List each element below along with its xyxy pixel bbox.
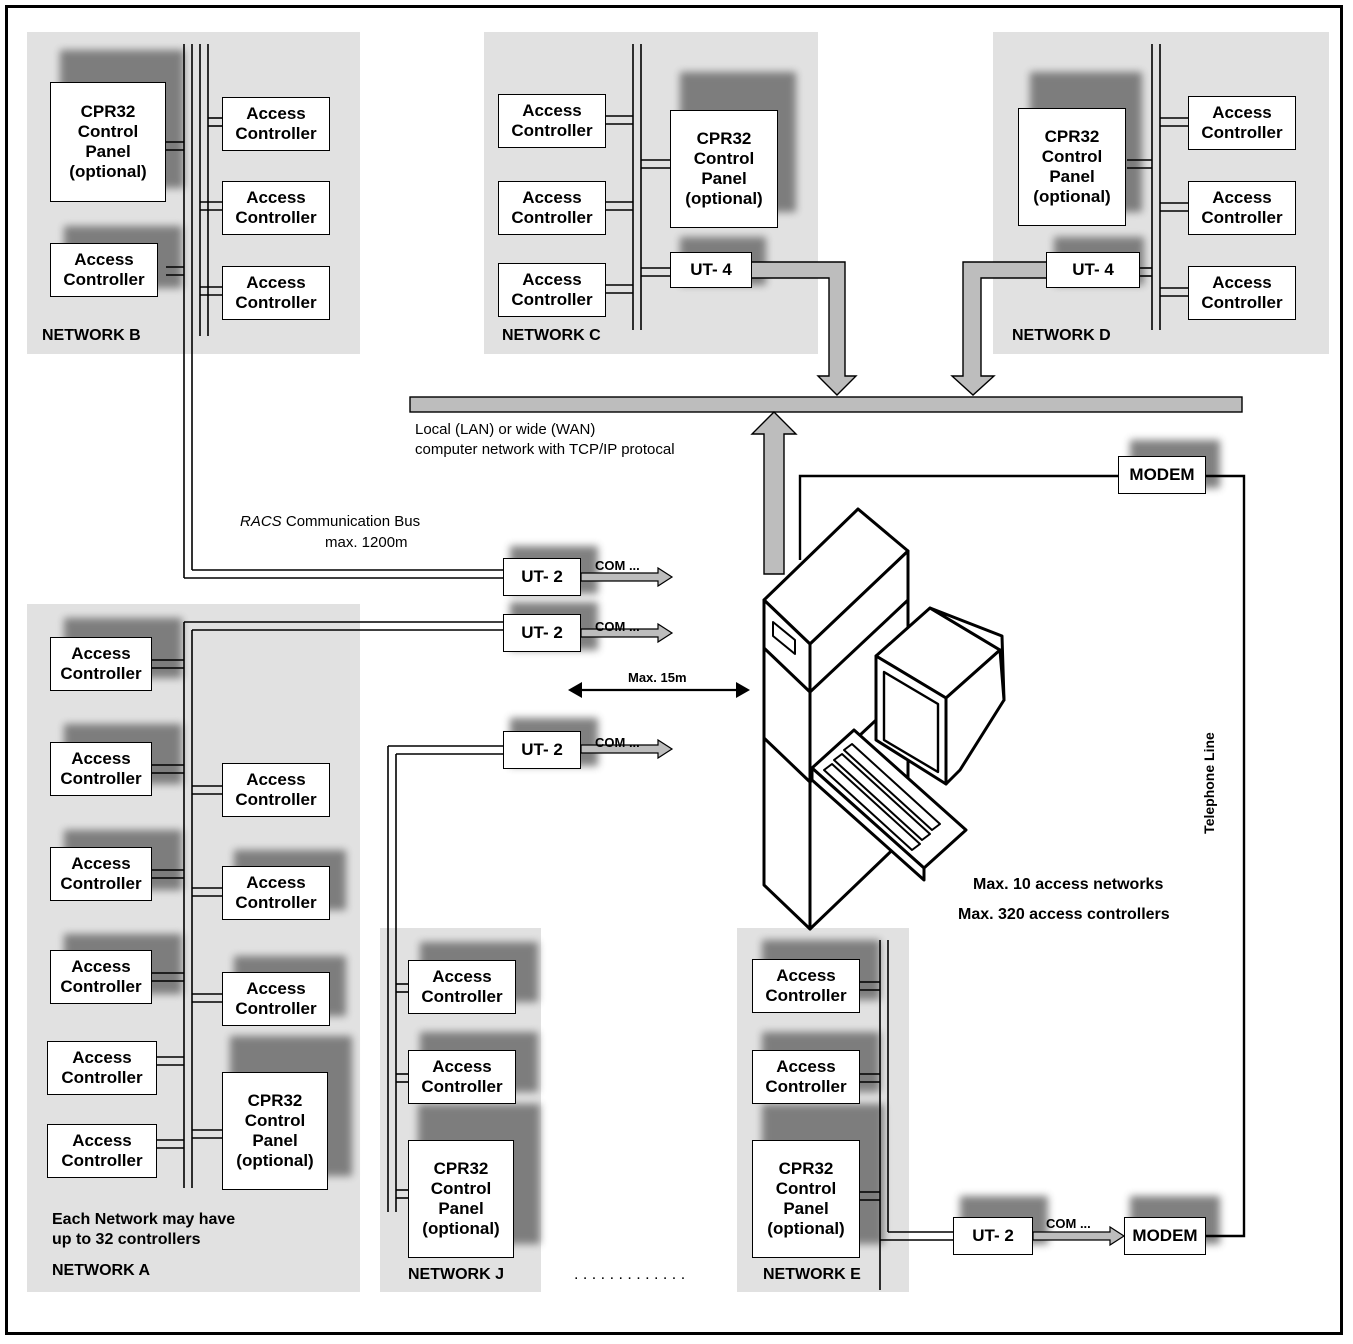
cpr32-panel-c: CPR32 Control Panel (optional) [670,110,778,228]
access-controller-d1: Access Controller [1188,96,1296,150]
com-label-1: COM ... [595,558,640,573]
access-controller-c3: Access Controller [498,263,606,317]
each-network-note: Each Network may have up to 32 controlle… [52,1211,236,1248]
cpr32-panel-a: CPR32 Control Panel (optional) [222,1072,328,1190]
ut2-b: UT- 2 [503,558,581,596]
cpr32-panel-d: CPR32 Control Panel (optional) [1018,108,1126,226]
access-controller-j1: Access Controller [408,960,516,1014]
access-controller-a9: Access Controller [222,972,330,1026]
network-b-label: NETWORK B [42,327,141,344]
access-controller-e2: Access Controller [752,1050,860,1104]
access-controller-d3: Access Controller [1188,266,1296,320]
access-controller-b1: Access Controller [222,97,330,151]
ut4-d: UT- 4 [1046,252,1140,288]
max-15m-label: Max. 15m [628,670,687,685]
access-controller-c2: Access Controller [498,181,606,235]
access-controller-a8: Access Controller [222,866,330,920]
access-controller-a4: Access Controller [50,950,152,1004]
ut4-c: UT- 4 [670,252,752,288]
network-a-label: NETWORK A [52,1262,151,1279]
racs-bus-label: RACS Communication Bus [240,513,421,530]
racs-max-label: max. 1200m [325,534,408,551]
modem-bottom: MODEM [1124,1217,1206,1255]
access-controller-e1: Access Controller [752,959,860,1013]
max-networks-label: Max. 10 access networks [973,876,1164,893]
access-controller-a2: Access Controller [50,742,152,796]
network-c-label: NETWORK C [502,327,601,344]
cpr32-panel-b: CPR32 Control Panel (optional) [50,82,166,202]
com-label-2: COM ... [595,619,640,634]
network-e-label: NETWORK E [763,1266,861,1283]
access-controller-b4: Access Controller [50,243,158,297]
lan-text-line2: computer network with TCP/IP protocal [415,441,675,458]
com-label-4: COM ... [1046,1216,1091,1231]
access-controller-a5: Access Controller [47,1041,157,1095]
diagram-frame [5,5,1343,1335]
lan-text-line1: Local (LAN) or wide (WAN) [415,421,596,438]
ellipsis-dots: . . . . . . . . . . . . . [574,1266,686,1283]
computer-icon [762,507,1006,931]
network-j-label: NETWORK J [408,1266,504,1283]
access-controller-a1: Access Controller [50,637,152,691]
ut2-e: UT- 2 [953,1217,1033,1255]
access-controller-a6: Access Controller [47,1124,157,1178]
ut2-j: UT- 2 [503,731,581,769]
access-controller-b2: Access Controller [222,181,330,235]
modem-top: MODEM [1118,456,1206,494]
access-controller-c1: Access Controller [498,94,606,148]
cpr32-panel-e: CPR32 Control Panel (optional) [752,1140,860,1258]
com-label-3: COM ... [595,735,640,750]
access-controller-j2: Access Controller [408,1050,516,1104]
access-controller-d2: Access Controller [1188,181,1296,235]
access-controller-a7: Access Controller [222,763,330,817]
ut2-a: UT- 2 [503,614,581,652]
telephone-line-label: Telephone Line [1200,732,1217,834]
network-d-label: NETWORK D [1012,327,1111,344]
access-controller-a3: Access Controller [50,847,152,901]
cpr32-panel-j: CPR32 Control Panel (optional) [408,1140,514,1258]
max-controllers-label: Max. 320 access controllers [958,906,1170,923]
access-controller-b3: Access Controller [222,266,330,320]
